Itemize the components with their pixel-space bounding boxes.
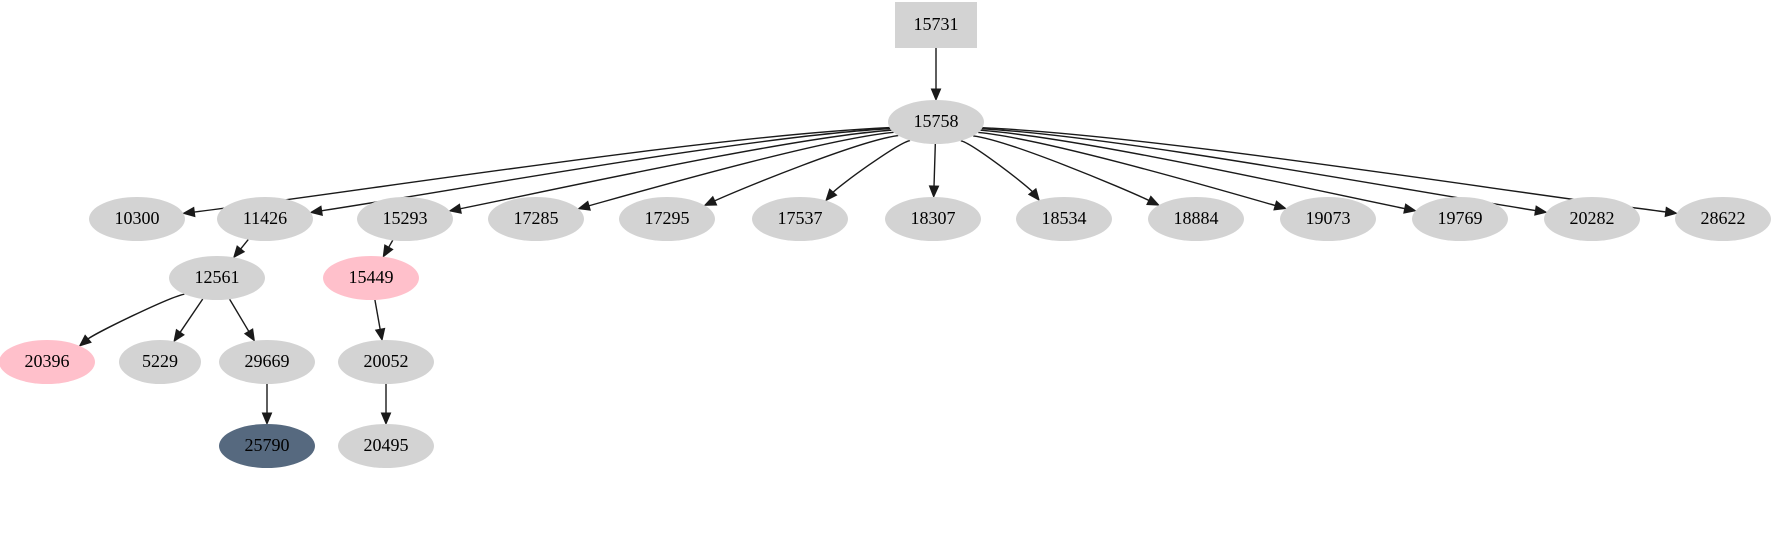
node-ellipse-shape[interactable] [219, 340, 315, 384]
edge-arrowhead [243, 328, 256, 342]
edge-arrowhead [380, 412, 392, 426]
node-ellipse-shape[interactable] [1544, 197, 1640, 241]
graph-node-17295[interactable]: 17295 [619, 197, 715, 241]
graph-edge [587, 131, 894, 207]
edge-arrowhead [1664, 206, 1678, 218]
edge-arrowhead [173, 328, 185, 343]
node-ellipse-shape[interactable] [1412, 197, 1508, 241]
node-ellipse-shape[interactable] [169, 256, 265, 300]
edge-arrowhead [1534, 205, 1548, 216]
graph-node-18307[interactable]: 18307 [885, 197, 981, 241]
edge-arrowhead [261, 412, 273, 426]
edge-arrowhead [928, 185, 940, 199]
graph-node-29669[interactable]: 29669 [219, 340, 315, 384]
edge-arrowhead [182, 206, 196, 218]
nodes-layer: 15731 15758 10300 11426 15293 17285 17295 17537… [0, 2, 1771, 468]
node-ellipse-shape[interactable] [488, 197, 584, 241]
edge-arrowhead [78, 334, 92, 347]
node-ellipse-shape[interactable] [89, 197, 185, 241]
edge-arrowhead [1273, 200, 1288, 211]
graph-node-20282[interactable]: 20282 [1544, 197, 1640, 241]
graph-node-15731[interactable]: 15731 [895, 2, 977, 48]
node-ellipse-shape[interactable] [338, 424, 434, 468]
edge-arrowhead [448, 203, 462, 214]
graph-node-17285[interactable]: 17285 [488, 197, 584, 241]
edge-arrowhead [577, 200, 591, 211]
graph-edge [980, 129, 1406, 210]
graph-edge [831, 139, 911, 194]
edge-arrowhead [382, 244, 394, 258]
graph-node-11426[interactable]: 11426 [217, 197, 313, 241]
edge-arrowhead [374, 327, 386, 342]
graph-node-15449[interactable]: 15449 [323, 256, 419, 300]
graph-edge [86, 293, 185, 341]
edge-arrowhead [703, 195, 718, 206]
graph-edge [374, 299, 382, 331]
graph-node-18884[interactable]: 18884 [1148, 197, 1244, 241]
graph-node-19073[interactable]: 19073 [1280, 197, 1376, 241]
graph-node-17537[interactable]: 17537 [752, 197, 848, 241]
graph-edge [179, 298, 204, 334]
edge-arrowhead [930, 88, 942, 102]
node-box-shape[interactable] [895, 2, 977, 48]
graph-node-5229[interactable]: 5229 [119, 340, 201, 384]
edge-arrowhead [232, 245, 246, 259]
graph-node-19769[interactable]: 19769 [1412, 197, 1508, 241]
graph-edge [229, 298, 250, 333]
graph-edge [713, 134, 899, 202]
graph-node-15758[interactable]: 15758 [888, 100, 984, 144]
graph-node-12561[interactable]: 12561 [169, 256, 265, 300]
edge-arrowhead [1403, 203, 1417, 214]
graph-edge [933, 143, 937, 188]
node-ellipse-shape[interactable] [752, 197, 848, 241]
graph-node-10300[interactable]: 10300 [89, 197, 185, 241]
graph-edge [978, 131, 1277, 207]
node-ellipse-shape[interactable] [338, 340, 434, 384]
graph-edge [973, 135, 1151, 202]
node-ellipse-shape[interactable] [217, 197, 313, 241]
graph-edge [459, 129, 892, 210]
edge-arrowhead [1027, 187, 1040, 202]
node-ellipse-shape[interactable] [0, 340, 95, 384]
graph-edge [239, 239, 249, 251]
graph-node-15293[interactable]: 15293 [357, 197, 453, 241]
node-ellipse-shape[interactable] [357, 197, 453, 241]
node-ellipse-shape[interactable] [1148, 197, 1244, 241]
edge-arrowhead [825, 188, 838, 202]
edge-arrowhead [1146, 195, 1160, 206]
graph-node-18534[interactable]: 18534 [1016, 197, 1112, 241]
node-ellipse-shape[interactable] [119, 340, 201, 384]
node-ellipse-shape[interactable] [885, 197, 981, 241]
graph-node-28622[interactable]: 28622 [1675, 197, 1771, 241]
node-ellipse-shape[interactable] [1016, 197, 1112, 241]
node-ellipse-shape[interactable] [619, 197, 715, 241]
graph-node-20396[interactable]: 20396 [0, 340, 95, 384]
graph-node-20052[interactable]: 20052 [338, 340, 434, 384]
node-ellipse-shape[interactable] [1675, 197, 1771, 241]
node-ellipse-shape[interactable] [219, 424, 315, 468]
node-ellipse-shape[interactable] [888, 100, 984, 144]
node-ellipse-shape[interactable] [323, 256, 419, 300]
graph-node-25790[interactable]: 25790 [219, 424, 315, 468]
graph-node-20495[interactable]: 20495 [338, 424, 434, 468]
graph-edge [960, 140, 1034, 193]
edge-arrowhead [309, 205, 323, 216]
node-ellipse-shape[interactable] [1280, 197, 1376, 241]
